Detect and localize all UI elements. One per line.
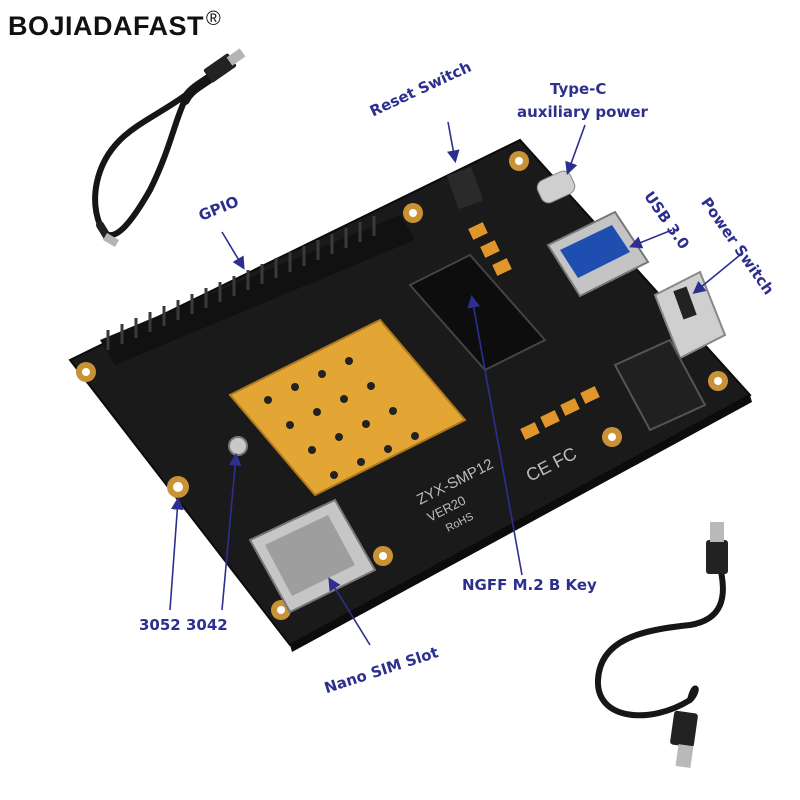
- regulator-chip: [613, 338, 707, 432]
- label-sizes: 3052 3042: [139, 616, 228, 634]
- usb-a-plug-bottom: [670, 710, 698, 748]
- callout-arrows: [169, 121, 741, 646]
- pcb-board: ZYX-SMP12 VER20 RoHS CE FC: [68, 138, 752, 652]
- label-type-c-line1: Type-C: [550, 80, 607, 98]
- standoff-screw: [228, 436, 248, 456]
- gpio-header: [100, 215, 415, 365]
- usb-a-cable-bottom: [594, 522, 728, 769]
- usb-a-plug-top: [706, 540, 728, 574]
- usb-c-cable-top: [92, 48, 246, 247]
- brand-logo: BOJIADAFAST®: [8, 8, 221, 42]
- registered-mark: ®: [206, 8, 222, 30]
- brand-name: BOJIADAFAST: [8, 11, 205, 41]
- reset-switch: [447, 167, 483, 209]
- label-m2-slot: NGFF M.2 B Key: [462, 576, 597, 594]
- label-type-c-line2: auxiliary power: [517, 103, 648, 121]
- heatsink-pad: [228, 318, 467, 497]
- capacitors: [468, 222, 600, 440]
- m2-slot: [408, 253, 547, 372]
- type-c-port: [536, 170, 576, 204]
